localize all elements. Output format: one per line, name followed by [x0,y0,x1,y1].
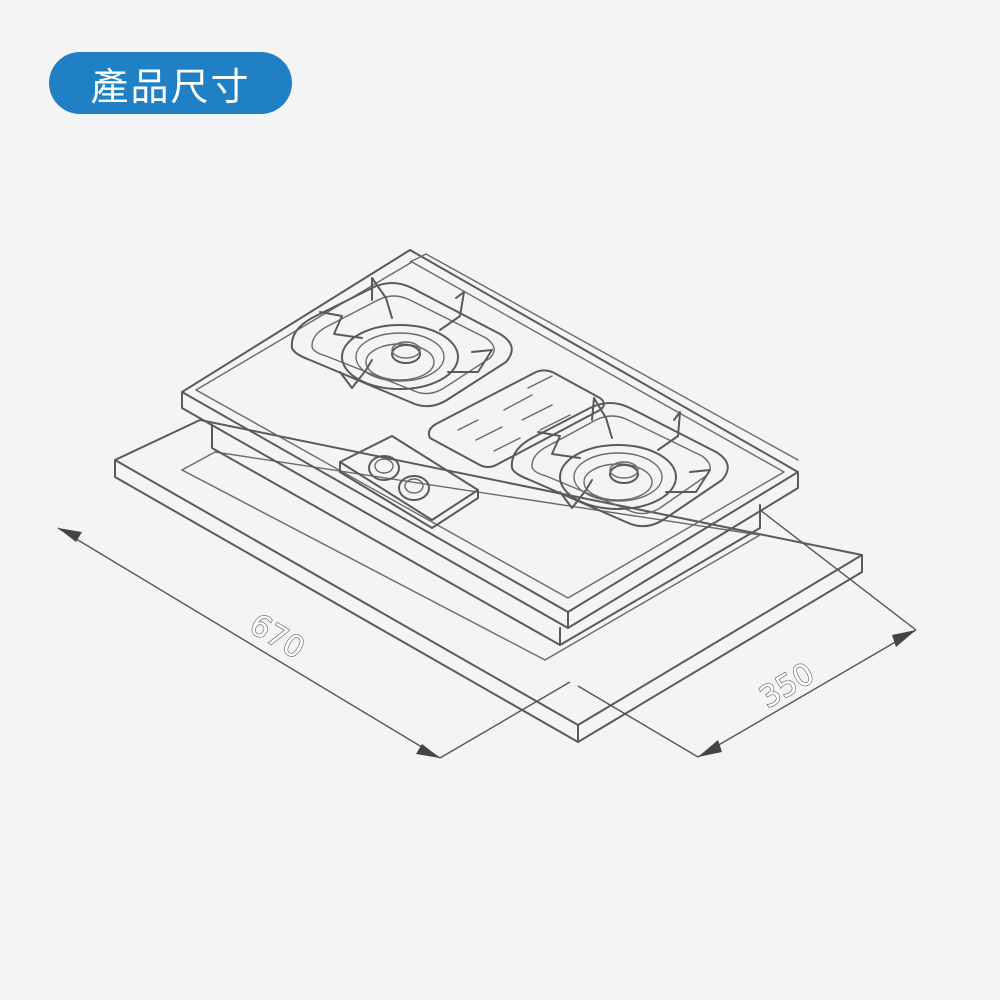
right-burner-well [510,402,729,528]
right-support-rear [591,397,613,439]
vent-slot-4 [503,394,533,411]
left-burner-well [290,282,513,408]
control-panel-top [339,435,479,521]
depth-extension-rear [759,509,917,631]
left-support-front-right [447,349,493,373]
left-burner [290,277,513,408]
right-support-front-left [559,479,593,509]
left-support-right [439,291,465,331]
depth-dimension-label: 350 [754,656,821,715]
width-extension-line [439,681,571,759]
control-panel [339,435,479,529]
stove-body [181,249,799,646]
vent-grille-panel [427,369,605,468]
vent-slot-7 [527,375,553,389]
vent-grille [427,369,605,468]
right-burner-cap [609,464,639,484]
depth-arrow-start [698,740,722,757]
left-burner-cap-top [391,341,421,359]
base-plate-outline [114,419,863,743]
right-burner-ring-mid [573,452,663,502]
left-burner-ring-mid [355,332,445,382]
left-knob [368,455,400,481]
depth-arrow-end [892,630,916,647]
rear-strip [409,253,799,461]
left-burner-ring-outer [341,324,459,390]
stove-lower-body [211,424,761,646]
vent-slot-3 [493,437,521,452]
left-knob-center [374,458,394,474]
vent-slot-2 [475,426,503,441]
vent-slot-1 [457,419,479,431]
right-burner-well-inner [531,415,711,515]
section-title-badge: 產品尺寸 [49,52,292,114]
depth-dimension: 350 [577,509,917,758]
width-dimension-line [57,527,441,759]
section-title: 產品尺寸 [90,64,251,109]
right-burner-cap-top [609,461,639,479]
right-knob [398,475,430,501]
right-burner-ring-inner [583,463,653,501]
base-opening-rim [181,451,761,661]
left-support-left [319,311,363,339]
right-knob-center [404,478,424,494]
top-plate-outline [181,249,799,613]
right-support-front-right [665,469,711,493]
left-support-front-left [339,359,373,389]
width-dimension-label: 670 [243,607,310,666]
right-support-right [657,411,681,451]
base-opening-front [181,469,546,661]
depth-extension-front [577,685,699,758]
width-dimension: 670 [57,527,571,759]
base-plate [114,419,863,743]
right-burner [510,397,729,528]
width-arrow-start [58,528,82,542]
control-panel-side [339,461,479,529]
width-arrow-end [416,744,440,758]
right-support-left [537,431,581,459]
vent-slot-6 [539,414,571,431]
top-plate-inner-border [195,261,785,599]
vent-slot-5 [521,404,553,421]
left-support-rear [371,277,393,319]
left-burner-well-inner [311,295,495,395]
left-burner-cap [391,344,421,364]
base-plate-top-edge [114,459,863,726]
left-burner-ring-inner [365,343,435,381]
right-burner-ring-outer [559,444,677,510]
depth-dimension-line [697,629,917,758]
